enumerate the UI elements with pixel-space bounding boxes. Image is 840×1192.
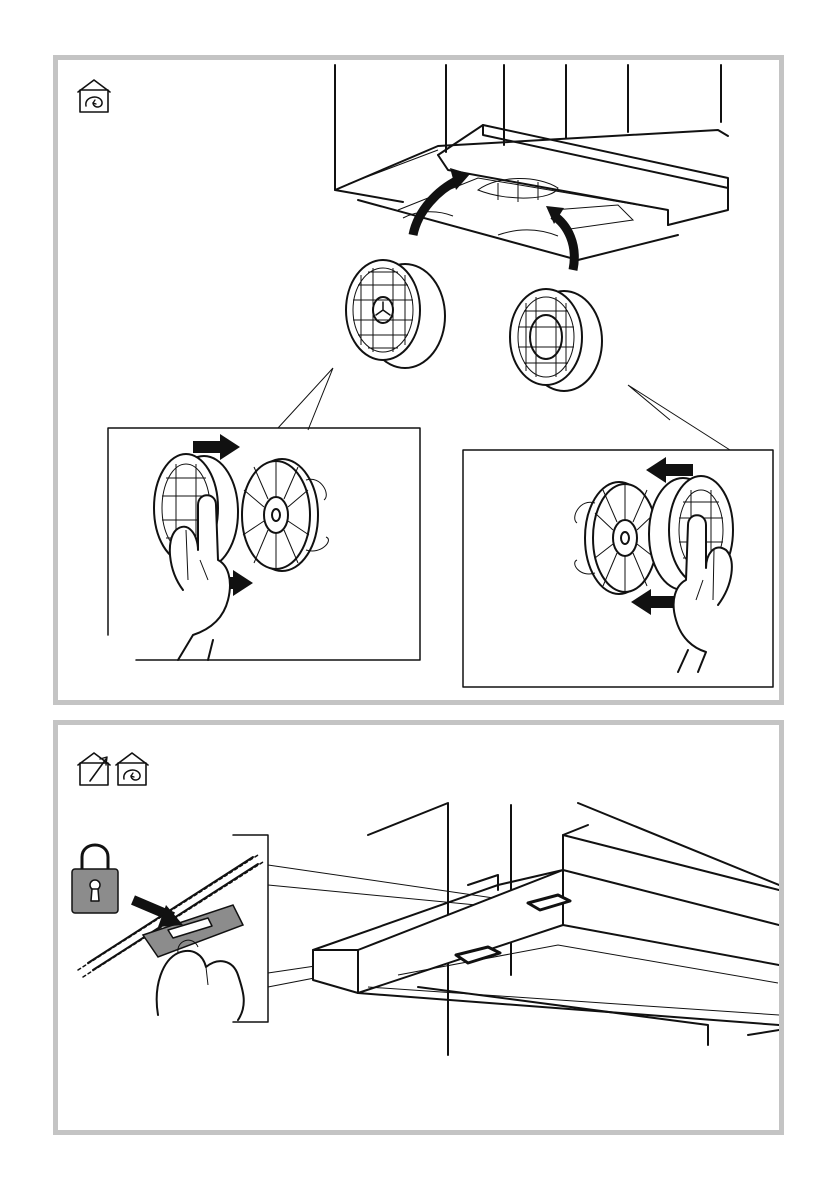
detail-left [108,428,420,660]
insert-arrow-right [546,206,574,270]
recirculation-mode-icon [78,80,110,112]
recirculation-mode-icon-2 [116,753,148,785]
filter-installation-illustration [58,60,779,700]
extraction-mode-icon [78,753,110,785]
lock-icon [72,845,118,913]
grease-filter-disc-right [575,482,657,594]
grease-filter-disc-left [242,459,328,571]
cooker-hood-drawer [313,788,779,1055]
filter-installation-panel [53,55,784,705]
cooker-hood [335,65,728,260]
grease-filter-lock-panel [53,720,784,1135]
detail-right [463,450,773,687]
insert-arrow-left [413,168,470,235]
push-arrow-bottom-right [631,589,678,615]
grease-filter-lock-illustration [58,725,779,1130]
carbon-filter-left [346,260,445,368]
carbon-filter-right [510,289,602,391]
